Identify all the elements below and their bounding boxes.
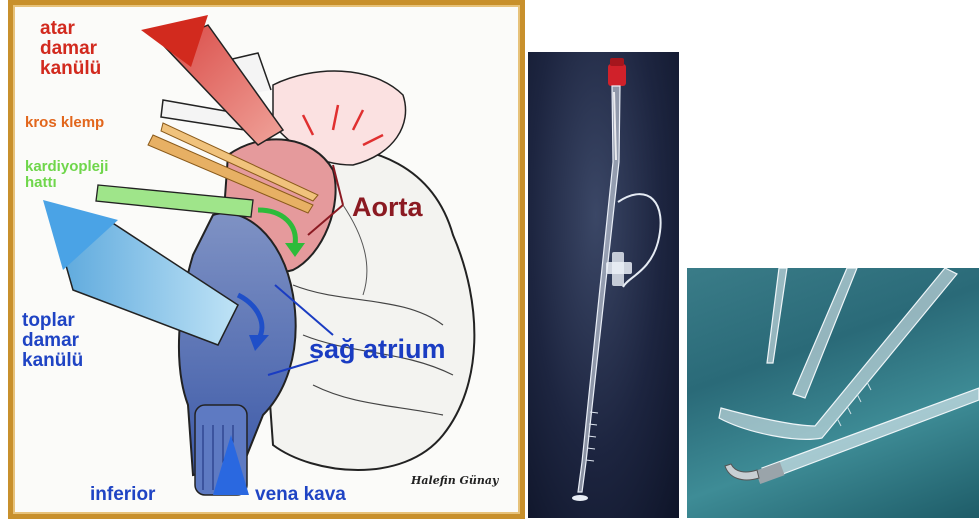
cross-clamp-label: kros klemp xyxy=(25,115,104,131)
cannula-tips-photo xyxy=(687,268,979,518)
inferior-label: inferior xyxy=(90,485,155,505)
artist-signature: Halefin Günay xyxy=(411,475,498,487)
catheter-photo xyxy=(528,52,679,518)
cannula-tip-2 xyxy=(793,268,857,398)
aorta-label: Aorta xyxy=(352,193,423,221)
cannula-tip-1 xyxy=(767,268,787,363)
aortic-cannula-tips-image xyxy=(687,268,979,518)
cardioplegia-cannula-image xyxy=(528,52,679,518)
arterial-cannula-label: atar damar kanülü xyxy=(40,19,101,79)
vena-cava-label: vena kava xyxy=(255,485,346,505)
red-hub xyxy=(608,64,626,86)
right-atrium-label: sağ atrium xyxy=(309,335,446,363)
heart-illustration xyxy=(13,5,520,514)
cardioplegia-line-label: kardiyopleji hattı xyxy=(25,159,108,191)
cannulation-diagram: atar damar kanülü kros klemp kardiyoplej… xyxy=(8,0,525,519)
catheter-tube xyxy=(578,86,620,492)
venous-cannula-label: toplar damar kanülü xyxy=(22,311,83,371)
